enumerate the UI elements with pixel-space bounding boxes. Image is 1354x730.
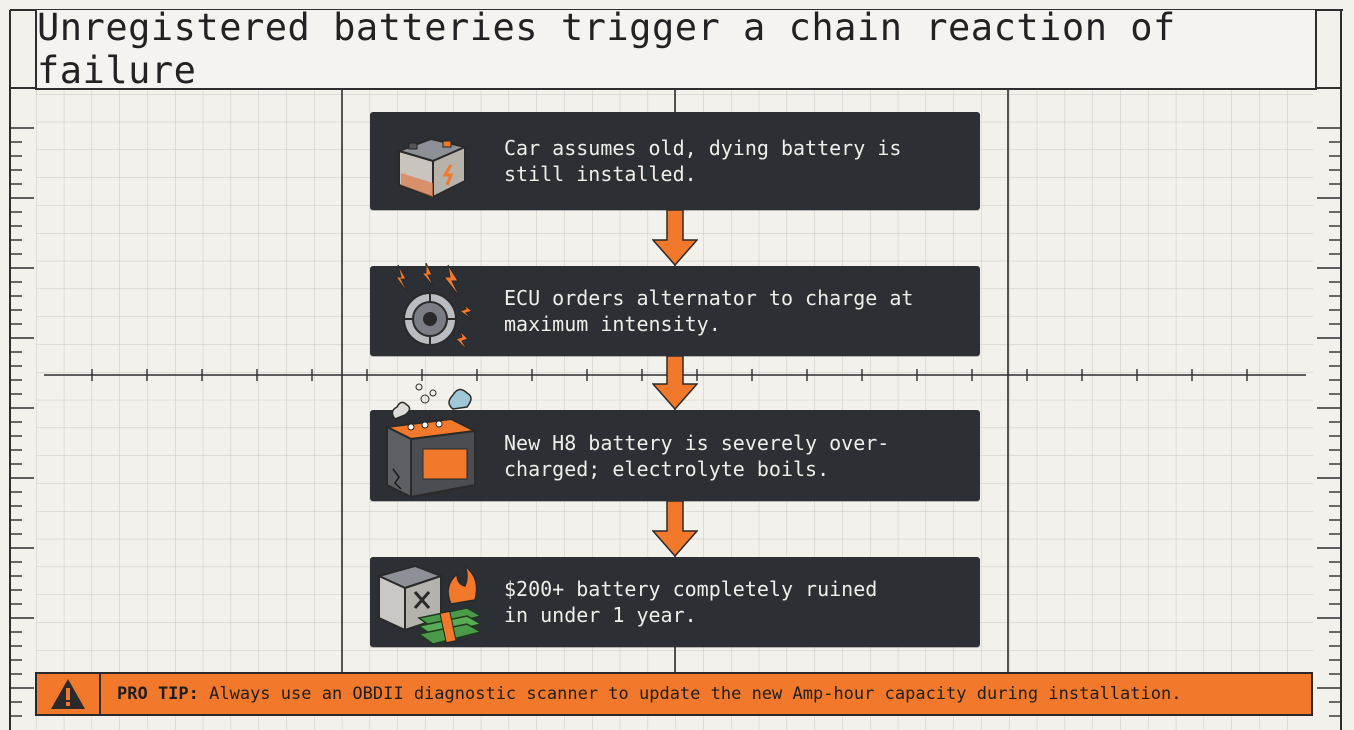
down-arrow-icon [652, 501, 698, 557]
title-banner: Unregistered batteries trigger a chain r… [35, 6, 1317, 92]
pro-tip-body: Always use an OBDII diagnostic scanner t… [198, 684, 1182, 704]
flow-step-2: ECU orders alternator to charge at maxim… [370, 263, 980, 356]
pro-tip-label: PRO TIP: [117, 684, 199, 704]
old-battery-icon [370, 112, 492, 210]
step-text: New H8 battery is severely over- charged… [504, 430, 890, 481]
down-arrow-icon [652, 210, 698, 266]
ruined-battery-money-icon [370, 557, 492, 647]
down-arrow-icon [652, 356, 698, 410]
warning-icon [37, 674, 101, 714]
step-text: ECU orders alternator to charge at maxim… [504, 286, 914, 336]
flow-step-3: New H8 battery is severely over- charged… [370, 383, 980, 501]
page-title: Unregistered batteries trigger a chain r… [37, 6, 1176, 92]
alternator-icon [370, 263, 492, 356]
pro-tip-banner: PRO TIP: Always use an OBDII diagnostic … [35, 672, 1313, 716]
step-text: $200+ battery completely ruined in under… [504, 577, 878, 627]
flow-step-1: Car assumes old, dying battery is still … [370, 112, 980, 210]
step-text: Car assumes old, dying battery is still … [504, 136, 902, 186]
boiling-battery-icon [370, 383, 492, 501]
pro-tip-text: PRO TIP: Always use an OBDII diagnostic … [101, 684, 1181, 704]
flow-step-4: $200+ battery completely ruined in under… [370, 557, 980, 647]
